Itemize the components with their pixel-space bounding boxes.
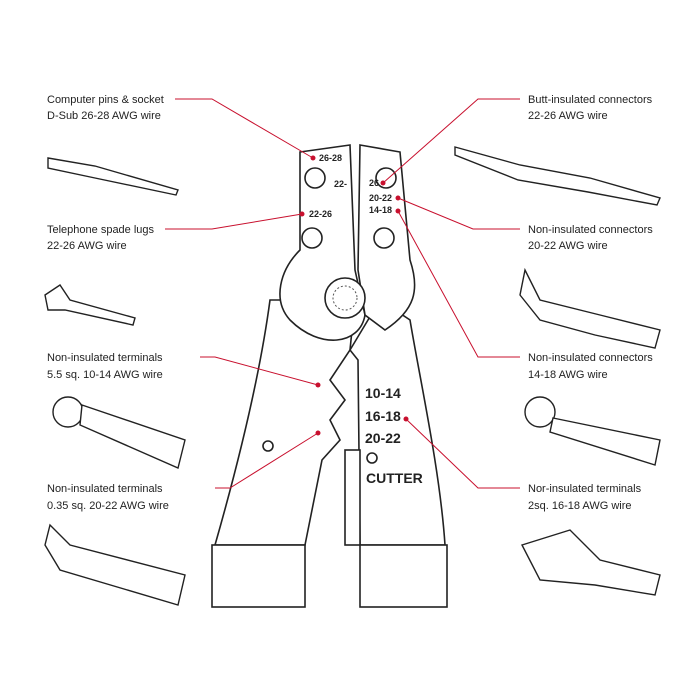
spade-connector-icon	[519, 267, 661, 349]
die-label: 22-	[334, 179, 347, 189]
label-line: 22-26 AWG wire	[528, 110, 608, 122]
die-label: 26	[369, 178, 379, 188]
fork-terminal-icon	[44, 523, 186, 606]
jaw-label: 20-22	[365, 430, 401, 446]
cutter-label: CUTTER	[366, 470, 423, 486]
label-line: 5.5 sq. 10-14 AWG wire	[47, 369, 163, 381]
pin-icon	[47, 157, 179, 196]
ring-connector-icon	[524, 396, 661, 466]
female-connector-icon	[520, 529, 661, 596]
rivet	[301, 227, 323, 249]
label-line: 0.35 sq. 20-22 AWG wire	[47, 500, 169, 512]
die-label: 26-28	[319, 153, 342, 163]
die-label: 22-26	[309, 209, 332, 219]
crimping-tool	[211, 144, 448, 608]
rivet	[373, 227, 395, 249]
left-grip	[211, 544, 306, 608]
label-line: 20-22 AWG wire	[528, 240, 608, 252]
rivet	[366, 452, 378, 464]
die-label: 14-18	[369, 205, 392, 215]
label-line: Non-insulated connectors	[528, 224, 653, 236]
leader-lines	[165, 98, 520, 489]
ring-terminal-icon	[52, 396, 186, 469]
label-line: Telephone spade lugs	[47, 224, 155, 236]
label-line: 2sq. 16-18 AWG wire	[528, 500, 632, 512]
jaw-label: 16-18	[365, 408, 401, 424]
connector-illustrations	[44, 146, 661, 606]
label-line: Computer pins & socket	[47, 94, 164, 106]
jaw-label: 10-14	[365, 385, 401, 401]
label-line: Non-insulated terminals	[47, 352, 163, 364]
label-line: Nor-insulated terminals	[528, 483, 642, 495]
cutter-blade	[344, 449, 361, 546]
label-line: D-Sub 26-28 AWG wire	[47, 110, 161, 122]
right-grip	[359, 544, 448, 608]
pivot-bolt	[324, 277, 366, 319]
spade-lug-icon	[44, 284, 136, 326]
die-label: 20-22	[369, 193, 392, 203]
label-line: Butt-insulated connectors	[528, 94, 653, 106]
right-labels: Butt-insulated connectors 22-26 AWG wire…	[528, 94, 653, 512]
label-line: Non-insulated terminals	[47, 483, 163, 495]
label-line: 14-18 AWG wire	[528, 369, 608, 381]
label-line: 22-26 AWG wire	[47, 240, 127, 252]
label-line: Non-insulated connectors	[528, 352, 653, 364]
butt-connector-icon	[454, 146, 661, 206]
rivet	[304, 167, 326, 189]
rivet	[262, 440, 274, 452]
left-handle	[213, 299, 353, 546]
left-labels: Computer pins & socket D-Sub 26-28 AWG w…	[47, 94, 169, 512]
